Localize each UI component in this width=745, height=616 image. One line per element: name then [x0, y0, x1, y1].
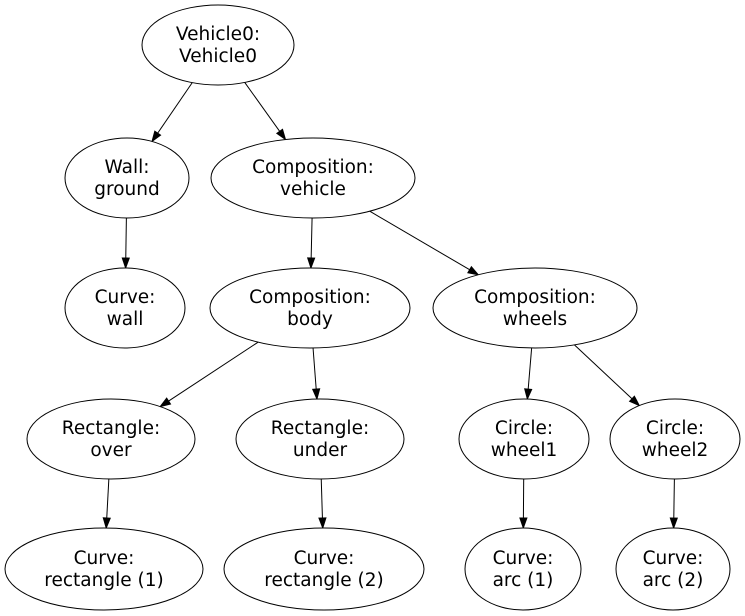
- node-label-line2: under: [293, 440, 348, 461]
- edge-composition-body-to-rectangle-under: [311, 347, 321, 401]
- edge-composition-wheels-to-circle-wheel2: [574, 344, 641, 407]
- node-ellipse: [209, 267, 411, 349]
- node-label-line1: Curve:: [643, 548, 704, 569]
- edge-arrowhead: [669, 517, 678, 530]
- node-vehicle0: Vehicle0:Vehicle0: [141, 4, 295, 86]
- edge-circle-wheel1-to-curve-arc-1: [519, 478, 528, 530]
- node-label-line1: Composition:: [474, 287, 596, 308]
- node-ellipse: [210, 137, 416, 219]
- node-ellipse: [64, 267, 186, 349]
- node-label-line2: over: [90, 440, 132, 461]
- edge-vehicle0-to-wall-ground: [151, 82, 193, 143]
- node-ellipse: [141, 4, 295, 86]
- edge-composition-vehicle-to-composition-wheels: [369, 210, 480, 276]
- edge-line: [312, 347, 317, 390]
- node-ellipse: [615, 527, 731, 611]
- edge-arrowhead: [524, 388, 533, 401]
- node-ellipse: [609, 398, 741, 480]
- edge-arrowhead: [311, 388, 321, 401]
- edge-line: [320, 478, 323, 519]
- node-label-line1: Rectangle:: [62, 418, 160, 439]
- edge-arrowhead: [467, 265, 480, 276]
- edge-arrowhead: [102, 517, 111, 530]
- edge-vehicle0-to-composition-vehicle: [244, 82, 287, 141]
- node-curve-rectangle-2: Curve:rectangle (2): [223, 527, 425, 611]
- node-label-line1: Curve:: [493, 548, 554, 569]
- edge-composition-wheels-to-circle-wheel1: [524, 347, 533, 401]
- node-curve-arc-1: Curve:arc (1): [464, 527, 582, 611]
- node-label-line2: vehicle: [280, 179, 346, 200]
- node-label-line2: body: [287, 309, 333, 330]
- edge-line: [673, 478, 675, 519]
- node-ellipse: [432, 267, 638, 349]
- node-label-line2: arc (1): [493, 570, 554, 591]
- node-label-line2: rectangle (1): [44, 570, 163, 591]
- node-circle-wheel1: Circle:wheel1: [458, 398, 590, 480]
- node-label-line1: Curve:: [294, 548, 355, 569]
- node-label-line1: Composition:: [252, 157, 374, 178]
- node-label-line2: rectangle (2): [264, 570, 383, 591]
- edge-line: [168, 341, 259, 402]
- node-composition-wheels: Composition:wheels: [432, 267, 638, 349]
- edge-composition-vehicle-to-composition-body: [306, 217, 316, 270]
- edge-arrowhead: [306, 257, 316, 270]
- edge-arrowhead: [318, 517, 327, 530]
- node-curve-rectangle-1: Curve:rectangle (1): [4, 527, 204, 611]
- edge-arrowhead: [519, 517, 528, 530]
- edge-line: [125, 217, 127, 259]
- edge-wall-ground-to-curve-wall: [121, 217, 130, 270]
- node-label-line2: wheels: [503, 309, 567, 330]
- node-curve-wall: Curve:wall: [64, 267, 186, 349]
- node-circle-wheel2: Circle:wheel2: [609, 398, 741, 480]
- edge-line: [527, 347, 533, 390]
- node-curve-arc-2: Curve:arc (2): [615, 527, 731, 611]
- node-label-line1: Curve:: [95, 287, 156, 308]
- node-ellipse: [64, 137, 190, 219]
- node-label-line1: Circle:: [495, 418, 553, 439]
- edge-rectangle-over-to-curve-rectangle-1: [102, 478, 111, 530]
- edge-circle-wheel2-to-curve-arc-2: [669, 478, 678, 530]
- edge-composition-body-to-rectangle-over: [158, 341, 259, 408]
- node-ellipse: [26, 398, 196, 480]
- node-ellipse: [223, 527, 425, 611]
- node-wall-ground: Wall:ground: [64, 137, 190, 219]
- edge-rectangle-under-to-curve-rectangle-2: [318, 478, 327, 530]
- node-composition-body: Composition:body: [209, 267, 411, 349]
- node-ellipse: [235, 398, 405, 480]
- edge-arrowhead: [151, 130, 162, 143]
- node-label-line2: wall: [107, 309, 144, 330]
- edge-line: [310, 217, 313, 259]
- node-rectangle-over: Rectangle:over: [26, 398, 196, 480]
- node-label-line2: ground: [94, 179, 159, 200]
- node-label-line1: Rectangle:: [271, 418, 369, 439]
- edge-arrowhead: [628, 395, 641, 407]
- node-ellipse: [464, 527, 582, 611]
- edge-line: [244, 82, 281, 132]
- edge-arrowhead: [158, 397, 172, 408]
- node-ellipse: [458, 398, 590, 480]
- node-composition-vehicle: Composition:vehicle: [210, 137, 416, 219]
- edge-line: [574, 344, 633, 400]
- node-label-line2: Vehicle0: [179, 46, 257, 67]
- edge-line: [369, 210, 470, 271]
- edge-arrowhead: [121, 257, 130, 270]
- edge-line: [106, 478, 110, 519]
- node-rectangle-under: Rectangle:under: [235, 398, 405, 480]
- node-label-line2: wheel1: [491, 440, 558, 461]
- node-label-line1: Curve:: [74, 548, 135, 569]
- node-ellipse: [4, 527, 204, 611]
- node-label-line2: arc (2): [643, 570, 704, 591]
- edge-arrowhead: [275, 128, 287, 141]
- node-label-line1: Composition:: [249, 287, 371, 308]
- node-label-line1: Wall:: [105, 157, 150, 178]
- node-label-line2: wheel2: [642, 440, 709, 461]
- edge-line: [157, 82, 193, 134]
- node-label-line1: Vehicle0:: [176, 24, 260, 45]
- node-label-line1: Circle:: [646, 418, 704, 439]
